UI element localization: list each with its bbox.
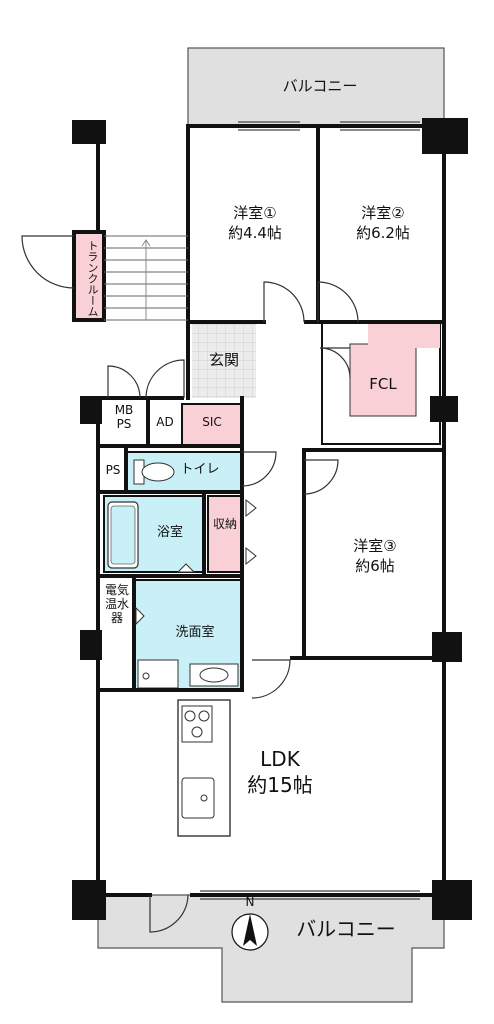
trunk-room [72, 230, 106, 322]
washroom-label: 洗面室 [175, 625, 215, 640]
mbps-label: MB PS [114, 403, 134, 431]
bath-label: 浴室 [156, 525, 183, 540]
washbasin [189, 663, 239, 687]
bedroom2-size: 約6.2帖 [356, 224, 410, 242]
compass-icon [231, 913, 269, 951]
water-heater-label: 電気温水器 [104, 583, 129, 625]
trunk-room-label: トランクルーム [86, 240, 99, 317]
entrance-label: 玄関 [208, 351, 239, 369]
bedroom1-name: 洋室① [233, 204, 277, 222]
ldk-size: 約15帖 [247, 773, 313, 797]
ad-label: AD [156, 415, 174, 429]
compass-north-label: N [245, 895, 255, 909]
windows [200, 121, 420, 900]
fcl-label: FCL [369, 375, 397, 393]
balcony-bottom-label: バルコニー [296, 917, 396, 941]
fcl-inner [349, 343, 417, 417]
bedroom3-size: 約6帖 [355, 557, 395, 575]
entrance-floor [192, 322, 256, 398]
bedroom1-size: 約4.4帖 [228, 224, 282, 242]
stairs [104, 235, 188, 321]
balcony-top-label: バルコニー [282, 77, 358, 95]
ps-label: PS [105, 463, 121, 477]
balcony-top [187, 47, 445, 127]
toilet-label: トイレ [180, 462, 220, 477]
ldk-name: LDK [260, 747, 300, 771]
doors [21, 235, 359, 933]
bedroom3-name: 洋室③ [353, 537, 397, 555]
washer-pan [137, 659, 179, 689]
bedroom2-name: 洋室② [361, 204, 405, 222]
toilet-fixture [133, 459, 175, 485]
storage-room [207, 495, 243, 573]
pillars [72, 118, 472, 920]
storage-label: 収納 [212, 517, 237, 531]
sink [181, 777, 215, 819]
small-door-marks [135, 498, 257, 626]
sic-label: SIC [202, 415, 222, 429]
